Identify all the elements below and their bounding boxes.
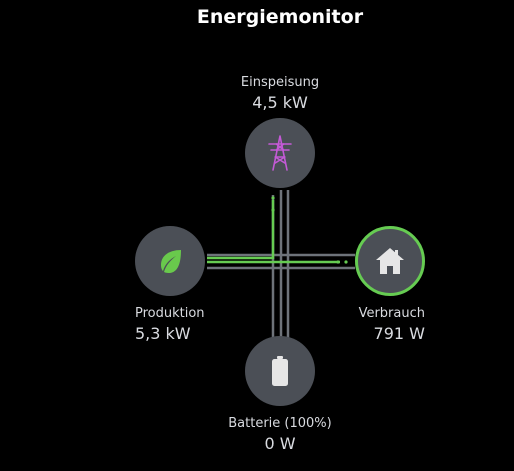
production-label: Produktion xyxy=(135,306,205,321)
production-value: 5,3 kW xyxy=(135,324,191,343)
battery-icon xyxy=(272,356,288,386)
battery-node[interactable] xyxy=(245,336,315,406)
flow-dot xyxy=(271,208,275,212)
consumption-node[interactable] xyxy=(355,226,425,296)
battery-value: 0 W xyxy=(264,434,296,453)
power-pylon-icon xyxy=(267,135,293,171)
consumption-value: 791 W xyxy=(373,324,425,343)
grid-label: Einspeisung xyxy=(240,75,320,90)
consumption-label: Verbrauch xyxy=(358,306,425,321)
flow-production-to-grid xyxy=(207,200,275,260)
grid-value: 4,5 kW xyxy=(252,93,308,112)
grid-node[interactable] xyxy=(245,118,315,188)
flow-dot xyxy=(336,260,340,264)
flow-dot xyxy=(344,260,348,264)
leaf-icon xyxy=(156,247,184,275)
production-node[interactable] xyxy=(135,226,205,296)
battery-label: Batterie (100%) xyxy=(228,416,332,431)
home-icon xyxy=(374,246,406,276)
flow-dot xyxy=(271,196,275,200)
page-title: Energiemonitor xyxy=(196,6,364,28)
